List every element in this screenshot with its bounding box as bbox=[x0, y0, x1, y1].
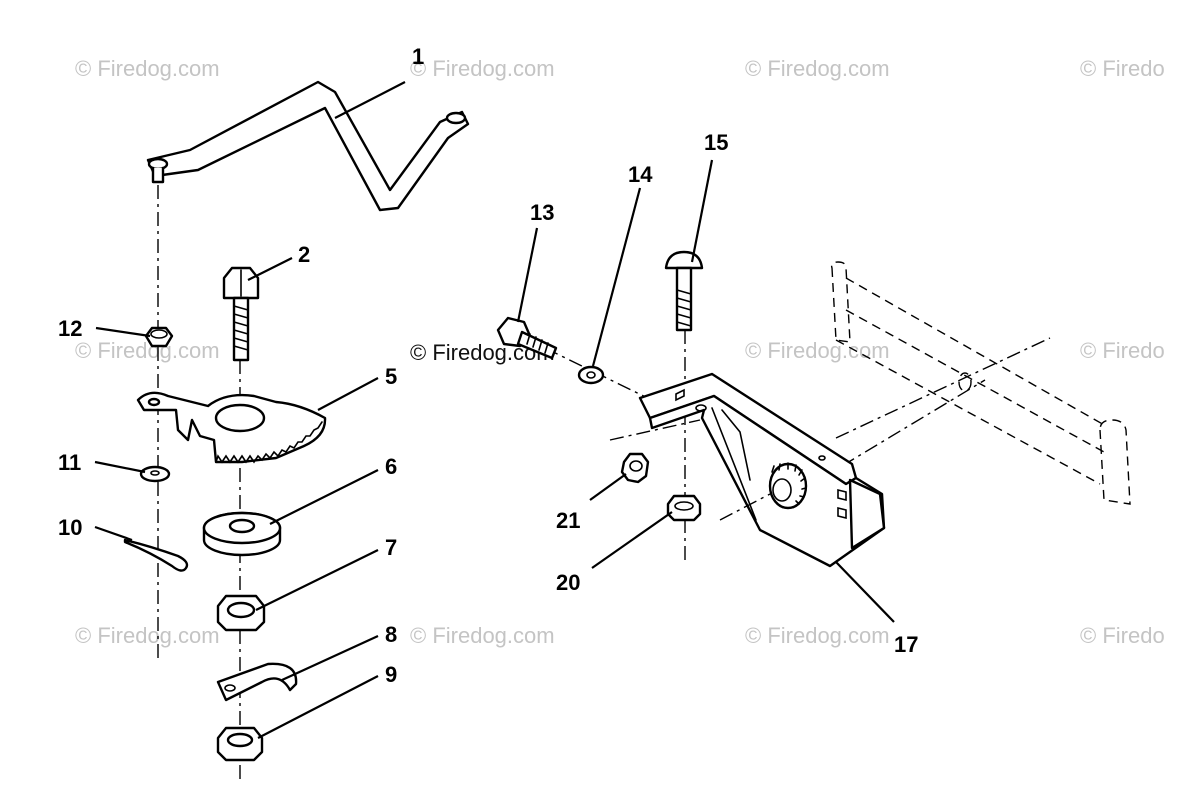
callout-14: 14 bbox=[628, 162, 653, 187]
part-12-nut bbox=[144, 326, 174, 348]
part-21-nut bbox=[620, 452, 650, 484]
callout-1: 1 bbox=[412, 44, 424, 69]
part-13-bolt bbox=[496, 316, 558, 360]
watermark-11: © Firedog.com bbox=[745, 623, 890, 648]
part-10-cotter-pin bbox=[123, 538, 189, 572]
part-8-clip bbox=[216, 662, 298, 702]
callout-2: 2 bbox=[298, 242, 310, 267]
watermark-7: © Firedog.com bbox=[745, 338, 890, 363]
callout-21: 21 bbox=[556, 508, 580, 533]
part-14-washer bbox=[577, 365, 605, 385]
watermark-1: © Firedog.com bbox=[75, 56, 220, 81]
part-7-nut bbox=[216, 594, 266, 632]
nut-21-axis bbox=[609, 419, 701, 441]
watermark-3: © Firedog.com bbox=[745, 56, 890, 81]
part-1-rod bbox=[146, 80, 470, 212]
watermark-2: © Firedog.com bbox=[410, 56, 555, 81]
phantom-frame bbox=[830, 261, 1131, 505]
part-11-washer bbox=[139, 465, 171, 483]
callout-7: 7 bbox=[385, 535, 397, 560]
watermark-4: © Firedo bbox=[1080, 56, 1165, 81]
callout-6: 6 bbox=[385, 454, 397, 479]
callout-10: 10 bbox=[58, 515, 82, 540]
watermark-10: © Firedog.com bbox=[410, 623, 555, 648]
part-9-nut bbox=[216, 726, 264, 762]
watermark-9: © Firedog.com bbox=[75, 623, 220, 648]
callout-13: 13 bbox=[530, 200, 554, 225]
watermark-5: © Firedog.com bbox=[75, 338, 220, 363]
leader-lines bbox=[94, 81, 895, 739]
part-2-bolt bbox=[222, 266, 260, 362]
callout-20: 20 bbox=[556, 570, 580, 595]
part-15-carriage-bolt bbox=[664, 250, 704, 332]
callout-15: 15 bbox=[704, 130, 728, 155]
callout-8: 8 bbox=[385, 622, 397, 647]
part-6-spacer bbox=[202, 511, 282, 557]
watermarks: © Firedog.com © Firedog.com © Firedog.co… bbox=[75, 56, 1165, 648]
callout-17: 17 bbox=[894, 632, 918, 657]
part-20-nut bbox=[666, 494, 702, 522]
callout-11: 11 bbox=[58, 450, 81, 475]
callout-12: 12 bbox=[58, 316, 82, 341]
watermark-8: © Firedo bbox=[1080, 338, 1165, 363]
callout-9: 9 bbox=[385, 662, 397, 687]
callout-5: 5 bbox=[385, 364, 397, 389]
watermark-12: © Firedo bbox=[1080, 623, 1165, 648]
part-17-bracket bbox=[638, 372, 886, 568]
part-5-sector-gear bbox=[136, 391, 327, 464]
callouts: 1 2 12 5 11 6 10 7 8 9 13 14 15 21 20 17 bbox=[58, 44, 918, 687]
